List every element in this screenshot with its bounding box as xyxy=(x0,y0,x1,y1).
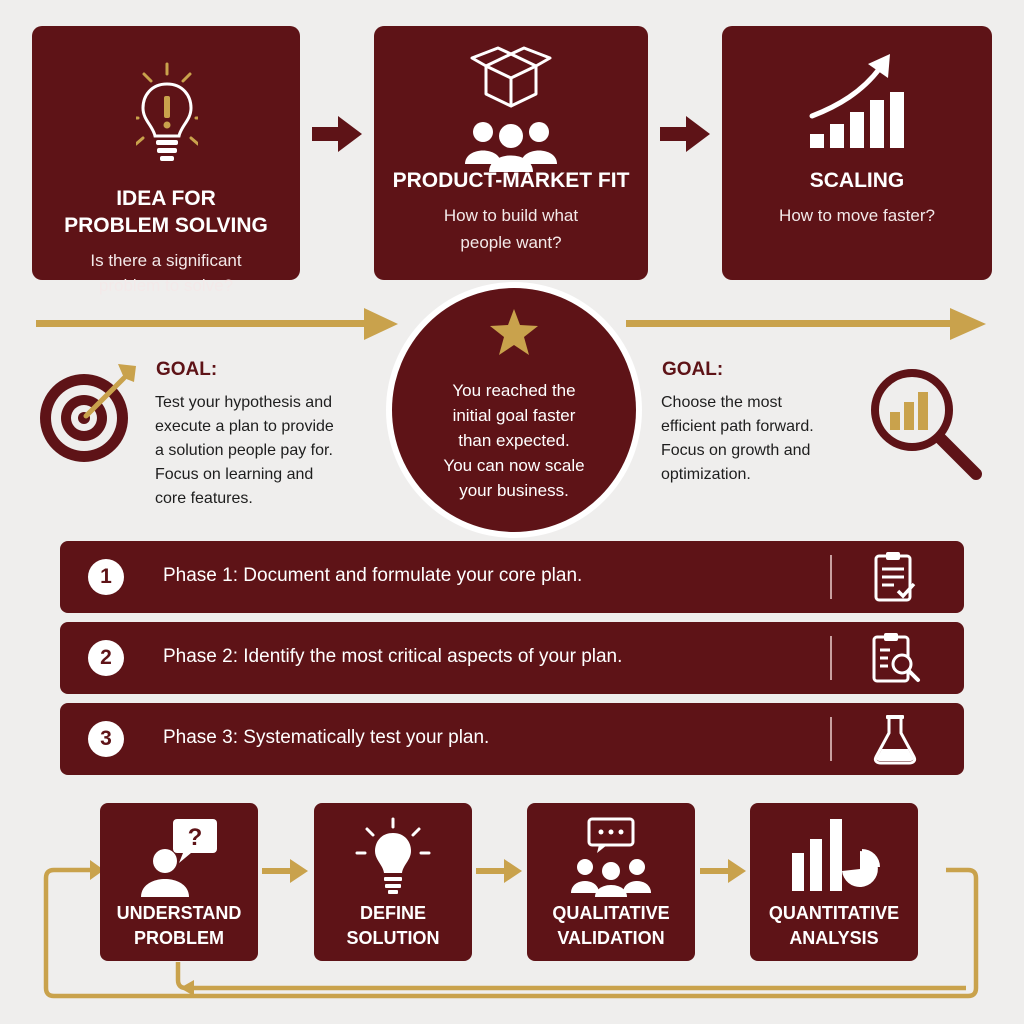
phase-text: Phase 2: Identify the most critical aspe… xyxy=(163,646,623,667)
milestone-text-1: You reached the xyxy=(452,381,576,400)
milestone-text-2: initial goal faster xyxy=(452,406,576,425)
goal-text-left-1: Test your hypothesis and xyxy=(155,394,332,411)
goal-text-left-3: a solution people pay for. xyxy=(155,442,333,459)
phase-divider xyxy=(830,717,832,761)
phase-divider xyxy=(830,555,832,599)
goal-text-left-5: core features. xyxy=(155,490,253,507)
lightbulb-exclamation-icon xyxy=(136,62,198,161)
milestone-text-4: You can now scale xyxy=(443,456,585,475)
stage-title: SCALING xyxy=(809,169,905,192)
target-arrow-icon xyxy=(40,364,136,462)
step-label-line1: QUANTITATIVE xyxy=(768,903,900,923)
group-chat-icon xyxy=(571,817,651,897)
clipboard-check-icon xyxy=(874,552,916,602)
step-label-line2: SOLUTION xyxy=(346,928,440,948)
arrow-right-icon xyxy=(262,859,308,883)
goal-heading-left: GOAL: xyxy=(156,359,218,380)
goal-text-right-2: efficient path forward. xyxy=(661,418,814,435)
timeline-arrow-left xyxy=(36,308,398,340)
stage-card-product-market-fit: PRODUCT-MARKET FIT How to build what peo… xyxy=(374,26,648,280)
milestone-text-5: your business. xyxy=(459,481,569,500)
step-understand-problem: ? UNDERSTAND PROBLEM xyxy=(100,803,258,961)
star-icon xyxy=(490,309,538,355)
phase-number-badge: 3 xyxy=(88,721,124,757)
stage-card-idea: IDEA FOR PROBLEM SOLVING Is there a sign… xyxy=(32,26,300,295)
phase-number-badge: 1 xyxy=(88,559,124,595)
step-label-line1: QUALITATIVE xyxy=(552,903,670,923)
stage-title: PRODUCT-MARKET FIT xyxy=(392,169,630,192)
stage-sub-line1: How to move faster? xyxy=(779,206,935,225)
goal-text-right-1: Choose the most xyxy=(661,394,782,411)
arrow-right-icon xyxy=(476,859,522,883)
milestone-circle: You reached the initial goal faster than… xyxy=(392,288,636,532)
phase-text: Phase 1: Document and formulate your cor… xyxy=(163,565,583,586)
arrow-right-icon xyxy=(660,116,710,152)
step-qualitative-validation: QUALITATIVE VALIDATION xyxy=(527,803,695,961)
arrow-right-icon xyxy=(700,859,746,883)
goal-text-right-3: Focus on growth and xyxy=(661,442,811,459)
goal-heading-right: GOAL: xyxy=(662,359,724,380)
arrow-right-icon xyxy=(312,116,362,152)
stage-title-line1: IDEA FOR xyxy=(116,187,216,210)
milestone-text-3: than expected. xyxy=(458,431,570,450)
step-label-line2: VALIDATION xyxy=(557,928,665,948)
step-label-line1: UNDERSTAND xyxy=(116,903,242,923)
stage-sub-line2: people want? xyxy=(460,233,562,252)
stage-sub-line1: How to build what xyxy=(443,206,579,225)
svg-text:?: ? xyxy=(188,824,203,851)
person-question-icon: ? xyxy=(141,819,217,897)
step-quantitative-analysis: QUANTITATIVE ANALYSIS xyxy=(750,803,918,961)
step-label-line2: PROBLEM xyxy=(134,928,224,948)
phase-row-2: 2 Phase 2: Identify the most critical as… xyxy=(60,622,964,694)
growth-bars-icon xyxy=(809,54,904,148)
stage-title-line2: PROBLEM SOLVING xyxy=(64,214,268,237)
clipboard-search-icon xyxy=(872,633,920,683)
timeline-arrow-right xyxy=(626,308,986,340)
magnifier-chart-icon xyxy=(871,369,982,480)
phase-text: Phase 3: Systematically test your plan. xyxy=(163,727,490,748)
phase-divider xyxy=(830,636,832,680)
step-label-line1: DEFINE xyxy=(359,903,426,923)
goal-text-left-4: Focus on learning and xyxy=(155,466,314,483)
goal-text-right-4: optimization. xyxy=(661,466,751,483)
step-define-solution: DEFINE SOLUTION xyxy=(314,803,472,961)
bar-pie-icon xyxy=(792,819,880,891)
stage-sub-line1: Is there a significant xyxy=(90,251,242,270)
step-label-line2: ANALYSIS xyxy=(789,928,879,948)
phase-number-badge: 2 xyxy=(88,640,124,676)
stage-sub-line2: problem to solve? xyxy=(98,276,234,295)
box-people-icon xyxy=(465,46,557,172)
flask-icon xyxy=(873,715,917,765)
lightbulb-icon xyxy=(355,817,431,894)
phase-row-1: 1 Phase 1: Document and formulate your c… xyxy=(60,541,964,613)
goal-text-left-2: execute a plan to provide xyxy=(155,418,334,435)
stage-card-scaling: SCALING How to move faster? xyxy=(722,26,992,280)
phase-row-3: 3 Phase 3: Systematically test your plan… xyxy=(60,703,964,775)
cycle-loop-arrow xyxy=(43,860,979,999)
